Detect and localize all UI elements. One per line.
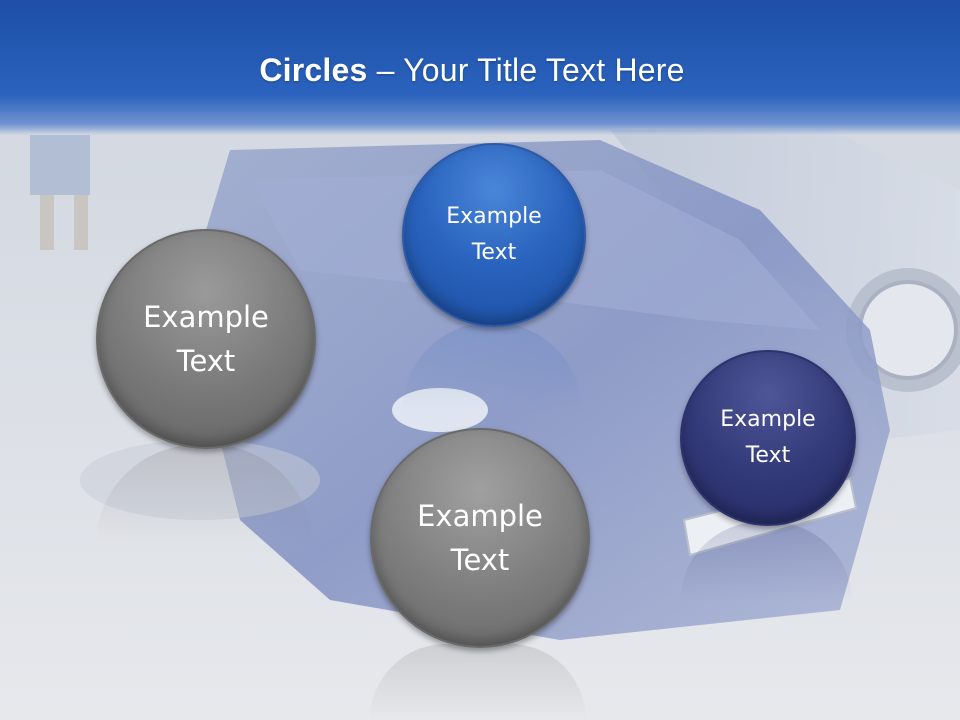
circle-navy[interactable]: Example Text (680, 350, 856, 526)
circle-label: Example Text (143, 300, 269, 378)
title-rest: – Your Title Text Here (367, 52, 685, 88)
circle-gray-bottom[interactable]: Example Text (370, 428, 590, 648)
title-bar (0, 0, 960, 135)
circle-label: Example Text (720, 407, 816, 468)
slide-title: Circles – Your Title Text Here (0, 52, 952, 89)
circle-gray-left[interactable]: Example Text (96, 229, 316, 449)
title-bold: Circles (259, 52, 368, 88)
circle-label: Example Text (446, 204, 542, 265)
circle-label: Example Text (417, 499, 543, 577)
circle-blue[interactable]: Example Text (402, 143, 586, 327)
